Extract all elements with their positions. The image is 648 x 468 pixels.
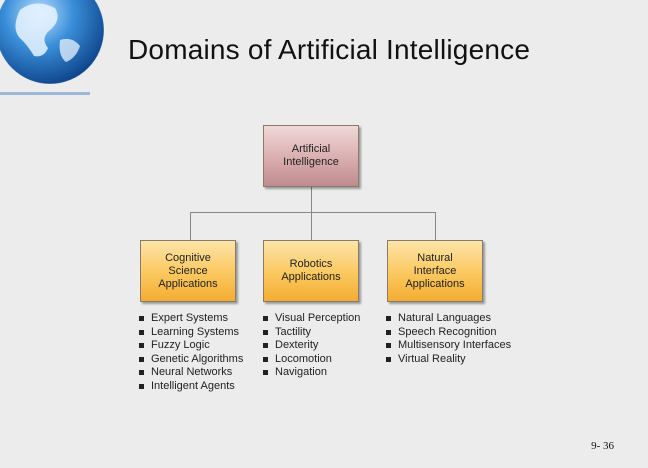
list-item: Multisensory Interfaces bbox=[386, 339, 511, 353]
list-item: Navigation bbox=[263, 366, 360, 380]
category-label-line3: Applications bbox=[405, 277, 465, 290]
category-label-line1: Robotics bbox=[289, 258, 333, 270]
category-box-cognitive-science: Cognitive Science Applications bbox=[140, 240, 236, 302]
category-box-natural-interface: Natural Interface Applications bbox=[387, 240, 483, 302]
category-label-line3: Applications bbox=[158, 277, 218, 290]
category-label-line1: Natural bbox=[417, 251, 453, 264]
page-number: 9- 36 bbox=[591, 440, 614, 452]
connector-left-down bbox=[190, 212, 191, 240]
connector-center-down bbox=[311, 212, 312, 240]
root-box-line1: Artificial bbox=[291, 143, 331, 155]
natural-interface-list: Natural Languages Speech Recognition Mul… bbox=[386, 312, 511, 366]
list-item: Expert Systems bbox=[139, 312, 243, 326]
list-item: Neural Networks bbox=[139, 366, 243, 380]
list-item: Tactility bbox=[263, 326, 360, 340]
list-item: Intelligent Agents bbox=[139, 380, 243, 394]
list-item: Virtual Reality bbox=[386, 353, 511, 367]
list-item: Visual Perception bbox=[263, 312, 360, 326]
root-box-artificial-intelligence: Artificial Intelligence bbox=[263, 125, 359, 187]
list-item: Learning Systems bbox=[139, 326, 243, 340]
slide-title: Domains of Artificial Intelligence bbox=[128, 34, 531, 65]
category-label-line2: Interface bbox=[413, 264, 457, 277]
connector-horizontal bbox=[190, 212, 436, 213]
cognitive-science-list: Expert Systems Learning Systems Fuzzy Lo… bbox=[139, 312, 243, 394]
connector-right-down bbox=[435, 212, 436, 240]
list-item: Genetic Algorithms bbox=[139, 353, 243, 367]
globe-icon bbox=[0, 0, 110, 100]
decorative-rule bbox=[0, 92, 90, 95]
category-label-line2: Science bbox=[168, 264, 208, 277]
connector-root-down bbox=[311, 187, 312, 213]
robotics-list: Visual Perception Tactility Dexterity Lo… bbox=[263, 312, 360, 380]
category-label-line2: Applications bbox=[281, 271, 341, 283]
root-box-line2: Intelligence bbox=[283, 156, 339, 168]
list-item: Natural Languages bbox=[386, 312, 511, 326]
list-item: Dexterity bbox=[263, 339, 360, 353]
list-item: Speech Recognition bbox=[386, 326, 511, 340]
category-label-line1: Cognitive bbox=[165, 251, 211, 264]
list-item: Locomotion bbox=[263, 353, 360, 367]
category-box-robotics: Robotics Applications bbox=[263, 240, 359, 302]
list-item: Fuzzy Logic bbox=[139, 339, 243, 353]
